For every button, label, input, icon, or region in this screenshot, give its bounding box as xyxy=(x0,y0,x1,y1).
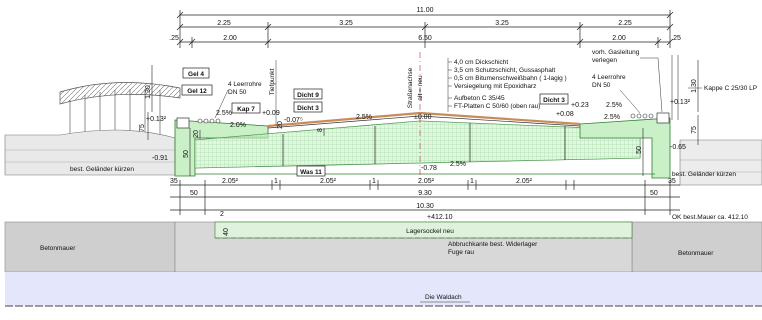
abbruch-label-1: Abbruchkante best. Widerlager xyxy=(448,241,538,248)
dim-row3-4: 2.00 xyxy=(612,35,626,42)
right-railing xyxy=(671,55,679,120)
dim-row3-5: .25 xyxy=(671,35,681,42)
dim-right-50: 50 xyxy=(636,146,643,154)
level-right-plus: +0.23 xyxy=(571,102,589,109)
dim-pedestal-2: 2 xyxy=(220,211,224,218)
level-left-plus: +0.13² xyxy=(146,116,167,123)
river-label: Die Waldach xyxy=(425,294,462,301)
dim-row3-1: .25 xyxy=(169,35,179,42)
dim-row2-1: 2.25 xyxy=(217,20,231,27)
left-railing xyxy=(4,82,181,176)
right-existing-structure xyxy=(679,139,762,186)
dim-railing-height: 1.30 xyxy=(145,85,152,99)
level-right-outer: +0.13² xyxy=(670,99,691,106)
dim-beam-20: 20 xyxy=(277,121,284,129)
span-2: 1 xyxy=(274,178,278,185)
level-left-deck-2: -0.07⁵ xyxy=(284,117,303,124)
dim-left-75: 75 xyxy=(139,124,146,132)
dim-row2-3: 3.25 xyxy=(495,20,509,27)
tag-gel4: Gel 4 xyxy=(188,71,204,78)
leerrohre-left-1: 4 Leerrohre xyxy=(228,81,262,88)
dim-side-right-lower: 50 xyxy=(650,190,658,197)
axis-label-2: alt = neu xyxy=(417,75,424,101)
betonmauer-left-label: Betonmauer xyxy=(40,245,76,252)
layer-1: 4,0 cm Dickschicht xyxy=(454,59,508,66)
ok-mauer-label: OK best.Mauer ca. 412.10 xyxy=(672,214,748,221)
span-6: 1 xyxy=(470,178,474,185)
dim-row2-2: 3.25 xyxy=(339,20,353,27)
dim-row2-4: 2.25 xyxy=(618,20,632,27)
slope-right-2: 2.5% xyxy=(604,114,620,121)
slope-left: 2.5% xyxy=(216,110,232,117)
slope-right-1: 2.5% xyxy=(606,102,622,109)
dim-base-width: 10.30 xyxy=(416,203,434,210)
gasleitung-2: verlegen xyxy=(592,57,617,64)
lagersockel-label: Lagersockel neu xyxy=(406,228,454,235)
deck-slab xyxy=(174,111,671,179)
dim-slab-width: 9.30 xyxy=(418,190,432,197)
slope-left-2: 2.0% xyxy=(230,122,246,129)
dim-side-left: 35 xyxy=(170,178,178,185)
span-3: 2.05² xyxy=(320,178,337,185)
dim-total: 11.00 xyxy=(417,7,434,14)
leerrohre-left-2: DN 50 xyxy=(228,89,247,96)
span-7: 2.05² xyxy=(516,178,533,185)
span-4: 1 xyxy=(372,178,376,185)
leerrohre-right-2: DN 50 xyxy=(592,82,611,89)
layer-3: 0,5 cm Bitumenschweißbahn ( 1-lagig ) xyxy=(454,75,567,82)
kappe-label: Kappe C 25/30 LP xyxy=(704,85,757,92)
dim-right-75: 75 xyxy=(691,126,698,134)
level-left-low: -0.91 xyxy=(152,155,168,162)
slope-center: 2.5% xyxy=(356,114,372,121)
dim-side-left-lower: 50 xyxy=(190,190,198,197)
dim-row3-3: 6.50 xyxy=(418,35,432,42)
layer-5: Aufbeton C 35/45 xyxy=(454,95,505,102)
abbruch-label-2: Fuge rau xyxy=(448,249,474,256)
tag-gel12: Gel 12 xyxy=(187,88,207,95)
dim-side-right: 35 xyxy=(668,178,676,185)
dim-pedestal-40: 40 xyxy=(223,228,230,236)
tag-kap7: Kap 7 xyxy=(237,106,255,113)
left-edge-vertical-dims xyxy=(147,65,153,140)
dim-beam-8: 8 xyxy=(317,128,324,132)
tag-dicht3-left: Dicht 3 xyxy=(297,105,319,112)
tag-dicht3-right: Dicht 3 xyxy=(543,97,565,104)
tag-boxes xyxy=(181,67,569,177)
axis-label: Straßenachse xyxy=(407,67,414,108)
layer-6: FT-Platten C 50/60 (oben rau) xyxy=(454,103,540,110)
dimension-chains xyxy=(176,10,674,48)
dim-left-20: 20 xyxy=(193,130,200,138)
betonmauer-right-label: Betonmauer xyxy=(678,250,714,257)
dim-right-130: 1.30 xyxy=(691,79,698,93)
slope-lower: 2.5% xyxy=(450,161,466,168)
gelaender-right-label: best. Geländer kürzen xyxy=(672,171,736,178)
tag-was11: Was 11 xyxy=(300,169,322,176)
layer-2: 3,5 cm Schutzschicht, Gussasphalt xyxy=(454,67,555,74)
level-right-deck: +0.08 xyxy=(556,111,574,118)
dim-row3-2: 2.00 xyxy=(223,35,237,42)
gasleitung-1: vorh. Gasleitung xyxy=(592,49,640,56)
betonmauer-left xyxy=(4,221,176,273)
layer-buildup-leader xyxy=(447,58,452,112)
leerrohre-right-1: 4 Leerrohre xyxy=(592,74,626,81)
level-right-low: -0.65 xyxy=(670,144,686,151)
tag-dicht9: Dicht 9 xyxy=(297,92,319,99)
level-center-low: -0.78 xyxy=(421,165,437,172)
betonmauer-right xyxy=(631,221,762,273)
lower-dimension-chains xyxy=(170,180,680,215)
level-left-deck: +0.09 xyxy=(262,110,280,117)
layer-4: Versiegelung mit Epoxidharz xyxy=(454,83,536,90)
pedestal-level: +412.10 xyxy=(427,214,453,221)
level-axis-zero: ±0.00 xyxy=(414,114,432,121)
span-5: 2.05² xyxy=(418,178,435,185)
span-1: 2.05² xyxy=(222,178,239,185)
river-water xyxy=(5,272,762,306)
tiefpunkt-label: Tiefpunkt xyxy=(269,69,276,96)
gelaender-left-label: best. Geländer kürzen xyxy=(70,166,134,173)
dim-left-50: 50 xyxy=(183,150,190,158)
